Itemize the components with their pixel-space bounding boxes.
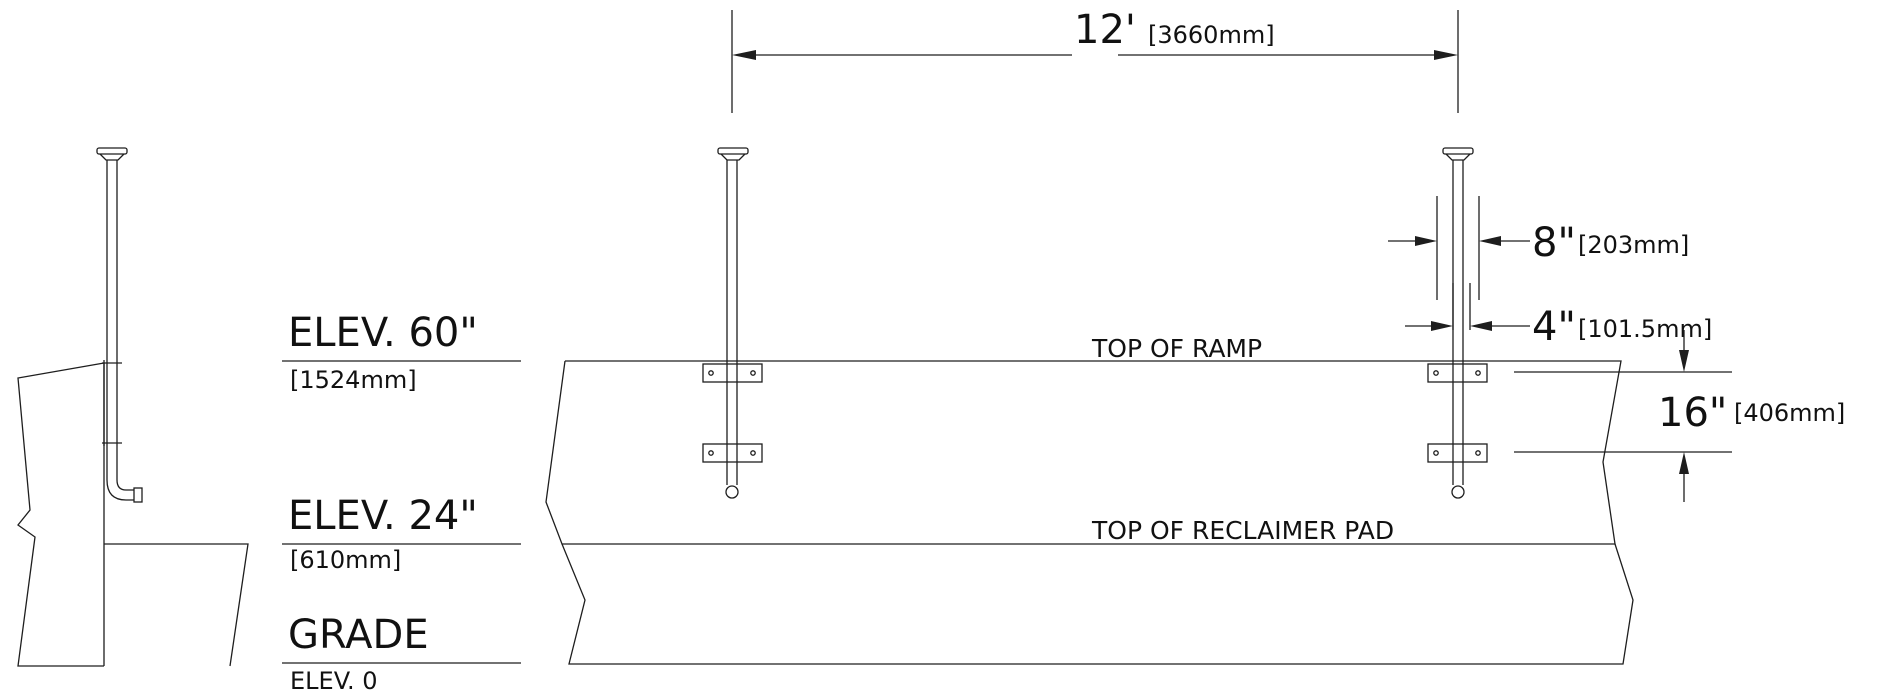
front-post-left	[702, 147, 763, 499]
dimension-pipe: 4" [101.5mm]	[1405, 283, 1712, 350]
dimension-offset: 8" [203mm]	[1388, 196, 1689, 300]
spacing-value: 12'	[1074, 7, 1136, 53]
elevation-labels: ELEV. 60" [1524mm] ELEV. 24" [610mm] GRA…	[282, 310, 521, 692]
offset-value: 8"	[1532, 220, 1576, 266]
upper-bracket-right	[1427, 363, 1488, 383]
side-post	[96, 147, 143, 503]
bracket-metric: [406mm]	[1734, 399, 1845, 427]
grade-label: GRADE	[288, 612, 429, 658]
lower-bracket-right	[1427, 443, 1488, 463]
dimension-spacing: 12' [3660mm]	[731, 7, 1459, 113]
elev-24-label: ELEV. 24"	[288, 493, 478, 539]
elev-24-metric: [610mm]	[290, 546, 401, 574]
lower-bracket-left	[702, 443, 763, 463]
side-section-view	[17, 147, 249, 667]
side-ramp-outline	[17, 362, 105, 667]
pipe-value: 4"	[1532, 304, 1576, 350]
top-of-pad-label: TOP OF RECLAIMER PAD	[1091, 516, 1394, 545]
pad-outline	[561, 543, 1634, 665]
dimension-bracket: 16" [406mm]	[1514, 330, 1845, 502]
front-ramp: TOP OF RAMP	[545, 334, 1622, 545]
front-pad: TOP OF RECLAIMER PAD	[561, 516, 1634, 665]
elev-60-metric: [1524mm]	[290, 366, 417, 394]
top-of-ramp-label: TOP OF RAMP	[1091, 334, 1262, 363]
spacing-metric: [3660mm]	[1148, 21, 1275, 49]
pipe-metric: [101.5mm]	[1578, 315, 1712, 343]
upper-bracket-left	[702, 363, 763, 383]
side-pad-outline	[104, 543, 249, 667]
elev-60-label: ELEV. 60"	[288, 310, 478, 356]
bracket-value: 16"	[1658, 390, 1727, 436]
grade-elev-label: ELEV. 0	[290, 667, 378, 692]
offset-metric: [203mm]	[1578, 231, 1689, 259]
